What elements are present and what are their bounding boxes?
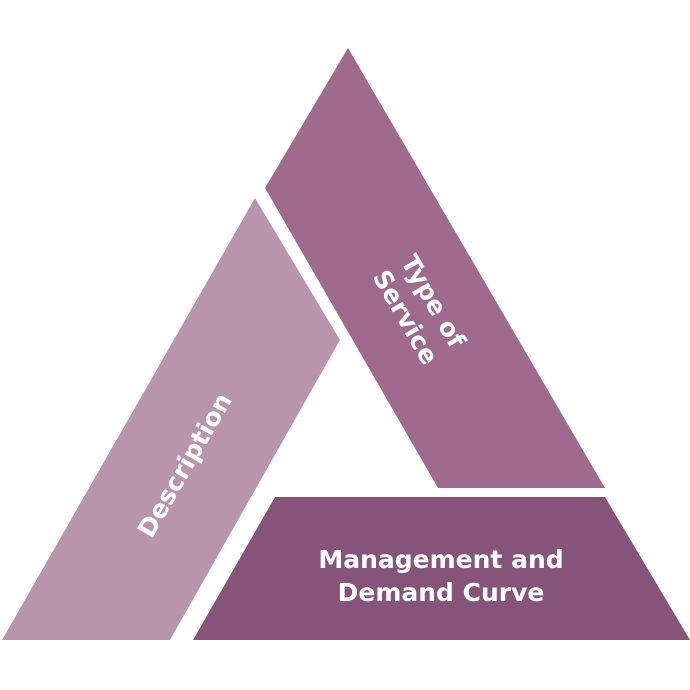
segment-type-of-service — [265, 48, 605, 488]
label-demand-curve: Demand Curve — [338, 578, 545, 607]
segment-management-demand — [193, 497, 690, 640]
label-management-and: Management and — [318, 545, 563, 574]
segment-description — [2, 198, 340, 640]
